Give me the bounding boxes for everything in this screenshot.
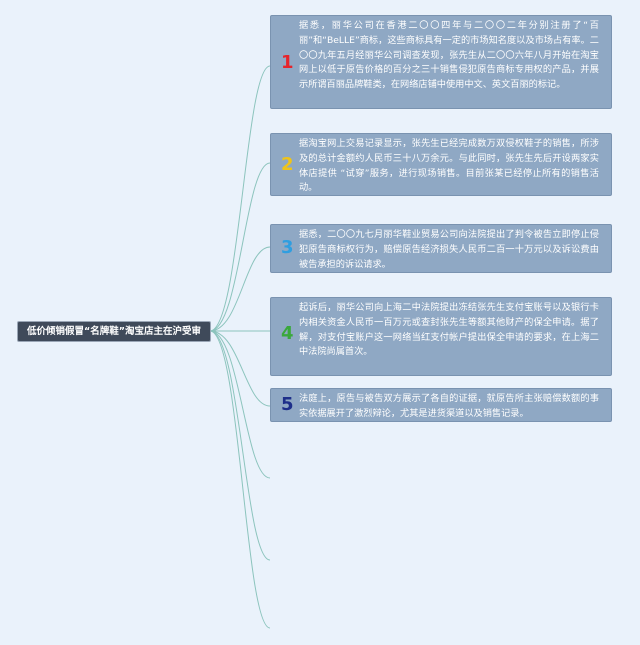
topic-number-2: 2 [281,154,294,175]
root-topic-label: 低价倾销假冒“名牌鞋”淘宝店主在沪受审 [27,326,201,337]
connector-line [209,65,271,332]
topic-text-3: 据悉，二〇〇九七月丽华鞋业贸易公司向法院提出了判令被告立即停止侵犯原告商标权行为… [299,229,599,270]
topic-text-5: 法庭上，原告与被告双方展示了各自的证据，就原告所主张赔偿数额的事实依据展开了激烈… [299,393,599,419]
topic-node-5[interactable]: 5 法庭上，原告与被告双方展示了各自的证据，就原告所主张赔偿数额的事实依据展开了… [270,388,612,422]
topic-node-1[interactable]: 1 据悉，丽华公司在香港二〇〇四年与二〇〇二年分别注册了“百丽”和“BeLLE”… [270,15,612,109]
topic-number-1: 1 [281,52,294,73]
topic-number-3: 3 [281,237,294,258]
topic-text-2: 据淘宝网上交易记录显示，张先生已经完成数万双侵权鞋子的销售，所涉及的总计金额约人… [299,138,599,194]
connector-line [209,162,271,332]
connector-line [209,330,271,561]
topic-node-2[interactable]: 2 据淘宝网上交易记录显示，张先生已经完成数万双侵权鞋子的销售，所涉及的总计金额… [270,133,612,196]
topic-number-5: 5 [281,394,294,415]
topic-node-4[interactable]: 4 起诉后，丽华公司向上海二中法院提出冻结张先生支付宝账号以及银行卡内相关资金人… [270,297,612,376]
connector-line [209,330,271,479]
topic-text-4: 起诉后，丽华公司向上海二中法院提出冻结张先生支付宝账号以及银行卡内相关资金人民币… [299,302,599,358]
topic-text-1: 据悉，丽华公司在香港二〇〇四年与二〇〇二年分别注册了“百丽”和“BeLLE”商标… [299,20,599,91]
connector-line [209,330,271,629]
topic-number-4: 4 [281,323,294,344]
root-topic[interactable]: 低价倾销假冒“名牌鞋”淘宝店主在沪受审 [17,321,211,342]
connector-line [209,330,271,407]
topic-node-3[interactable]: 3 据悉，二〇〇九七月丽华鞋业贸易公司向法院提出了判令被告立即停止侵犯原告商标权… [270,224,612,273]
connector-line [209,246,271,332]
